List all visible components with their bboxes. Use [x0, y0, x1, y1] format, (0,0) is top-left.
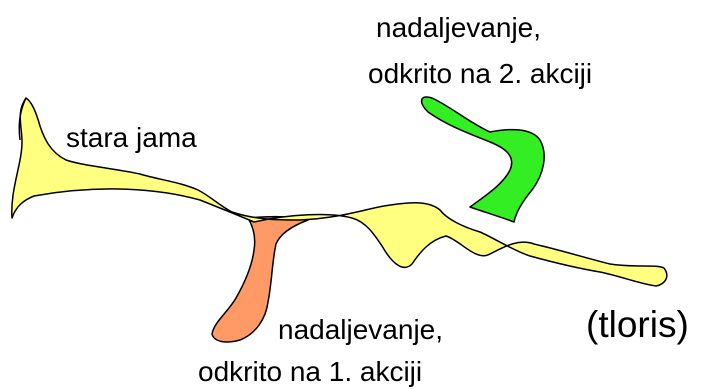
label-continuation-1-line1: nadaljevanje, [278, 314, 444, 345]
old-cave-entrance-outline [18, 97, 27, 141]
label-plan-view: (tloris) [586, 304, 689, 345]
label-continuation-1-line2: odkrito na 1. akciji [198, 356, 423, 387]
label-continuation-2-line2: odkrito na 2. akciji [368, 58, 593, 89]
label-old-cave: stara jama [66, 122, 197, 153]
old-cave-passage [11, 97, 668, 287]
continuation-1-passage [211, 215, 309, 343]
label-continuation-2-line1: nadaljevanje, [376, 12, 542, 43]
continuation-2-passage [420, 96, 545, 223]
